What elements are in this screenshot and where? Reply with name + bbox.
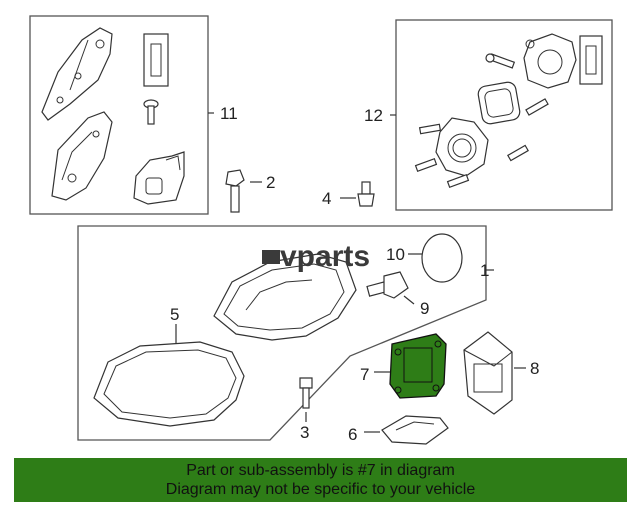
- screw-12f: [507, 144, 529, 162]
- callout-3: 3: [300, 423, 309, 442]
- adapter-plate-part: [435, 117, 489, 177]
- callout-11: 11: [220, 104, 238, 123]
- callout-9: 9: [420, 299, 429, 318]
- callout-8: 8: [530, 359, 539, 378]
- seal-ring-part: [477, 81, 521, 125]
- headlamp-assembly: [213, 253, 357, 341]
- control-module-part-7[interactable]: [389, 333, 447, 399]
- watermark-logo: vparts: [262, 240, 370, 273]
- callout-10: 10: [386, 245, 405, 264]
- banner-line-2: Diagram may not be specific to your vehi…: [165, 481, 476, 498]
- watermark-text: vparts: [280, 240, 370, 273]
- igniter-part-6: [381, 415, 449, 445]
- housing-cap-part: [523, 33, 577, 89]
- label-sticker: [143, 33, 169, 87]
- callout-4: 4: [322, 189, 331, 208]
- callout-6: 6: [348, 425, 357, 444]
- clip-bracket-part: [133, 151, 185, 205]
- screw-part-4: [357, 181, 375, 207]
- callout-1: 1: [480, 261, 489, 280]
- bulb-part-9: [366, 271, 409, 299]
- callout-5: 5: [170, 305, 179, 324]
- screw-12e: [446, 173, 470, 189]
- small-screw: [143, 99, 159, 125]
- callout-7: 7: [360, 365, 369, 384]
- screw-part-3: [299, 377, 313, 409]
- seal-ring-part-10: [421, 233, 463, 283]
- bracket-part: [41, 27, 113, 121]
- screw-12a: [485, 53, 516, 69]
- screw-12b: [525, 98, 549, 116]
- lens-part-5: [93, 341, 245, 427]
- callout-12: 12: [364, 106, 383, 125]
- bolt-part-2: [225, 169, 245, 213]
- screw-12d: [414, 157, 438, 173]
- info-banner: Part or sub-assembly is #7 in diagram Di…: [14, 458, 627, 502]
- mount-bracket-part: [51, 111, 113, 201]
- screw-12c: [418, 123, 442, 135]
- callout-2: 2: [266, 173, 275, 192]
- banner-line-1: Part or sub-assembly is #7 in diagram: [186, 462, 455, 479]
- ballast-module-part-8: [463, 331, 513, 415]
- label-sticker-12: [579, 35, 603, 85]
